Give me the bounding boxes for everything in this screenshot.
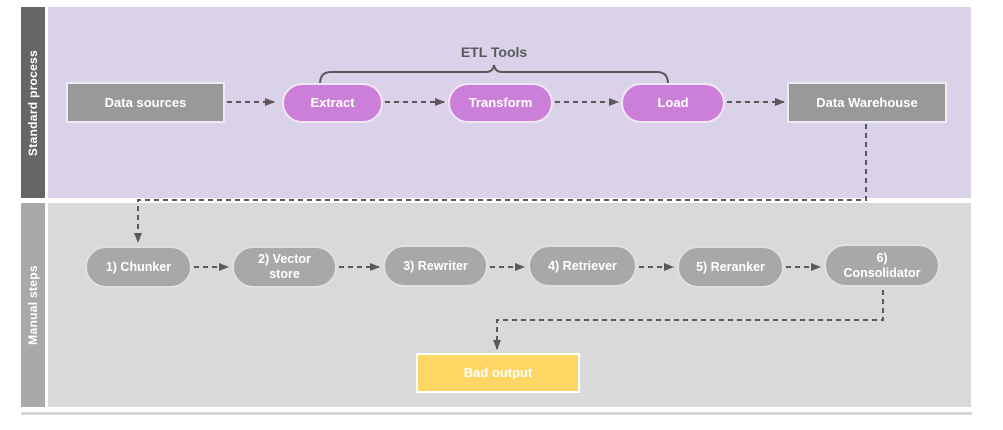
node-retriever: 4) Retriever [528, 245, 637, 287]
connector-warehouse-chunker [134, 124, 867, 243]
node-extract: Extract [282, 83, 383, 123]
node-vector-store: 2) Vector store [232, 246, 337, 288]
lane-label-manual-steps: Manual steps [21, 203, 45, 407]
etl-tools-brace [319, 64, 669, 85]
connector-consolidator-badoutput [493, 290, 884, 350]
node-consolidator: 6) Consolidator [824, 244, 940, 287]
node-transform: Transform [448, 83, 553, 123]
node-data-sources: Data sources [66, 82, 225, 123]
etl-tools-label: ETL Tools [460, 44, 528, 60]
bottom-divider-line [21, 412, 972, 415]
node-reranker: 5) Reranker [677, 246, 784, 288]
node-rewriter: 3) Rewriter [383, 245, 488, 287]
lane-label-standard-process: Standard process [21, 7, 45, 198]
node-load: Load [621, 83, 725, 123]
node-chunker: 1) Chunker [85, 246, 192, 288]
node-bad-output: Bad output [416, 353, 580, 393]
node-data-warehouse: Data Warehouse [787, 82, 947, 123]
